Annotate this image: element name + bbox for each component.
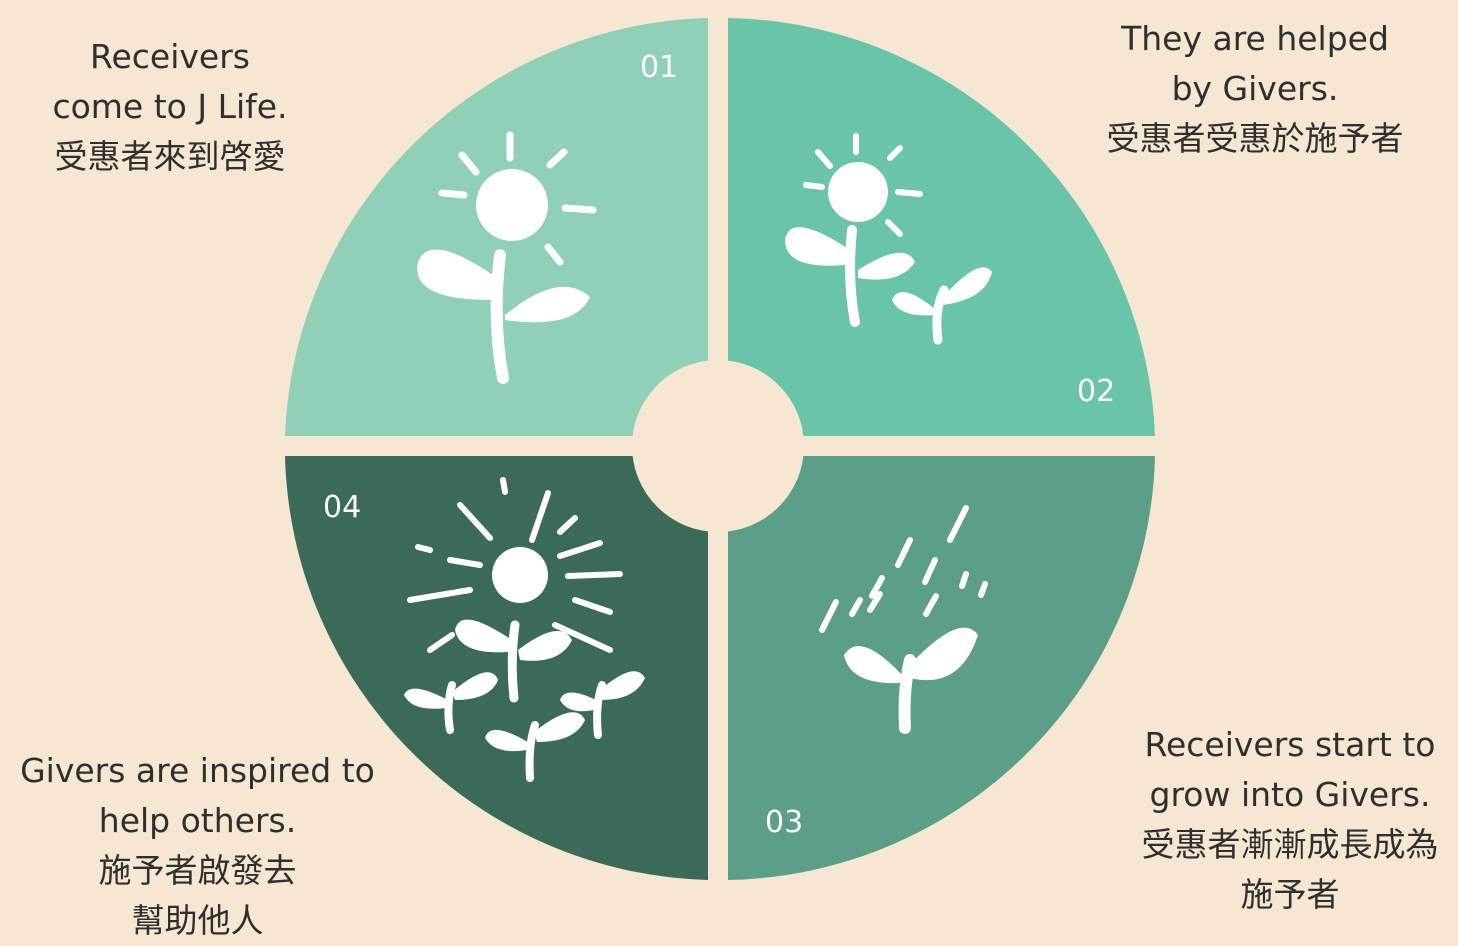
caption-step-03: Receivers start to grow into Givers. 受惠者…: [1110, 720, 1458, 920]
quadrant-number-03: 03: [765, 805, 803, 840]
quadrant-number-04: 04: [323, 490, 361, 525]
caption-04-line-1: Givers are inspired to: [20, 751, 375, 790]
caption-01-line-2: come to J Life.: [52, 87, 288, 126]
caption-step-01: Receivers come to J Life. 受惠者來到啓愛: [20, 32, 320, 182]
caption-04-line-4: 幫助他人: [131, 901, 264, 940]
quadrant-number-01: 01: [640, 50, 678, 85]
caption-01-line-3: 受惠者來到啓愛: [54, 137, 286, 176]
caption-03-line-1: Receivers start to: [1144, 725, 1436, 764]
caption-03-line-2: grow into Givers.: [1149, 775, 1431, 814]
caption-02-line-1: They are helped: [1121, 19, 1389, 58]
center-hole: [632, 360, 804, 532]
sun-with-many-sprouts-icon: [404, 477, 645, 782]
caption-03-line-4: 施予者: [1240, 875, 1340, 914]
caption-01-line-1: Receivers: [90, 37, 250, 76]
caption-02-line-3: 受惠者受惠於施予者: [1106, 119, 1404, 158]
quadrant-02: [728, 18, 1155, 436]
quadrant-number-02: 02: [1077, 374, 1115, 409]
sun-with-sprout-icon: [417, 131, 597, 384]
quadrant-04: [285, 456, 708, 880]
caption-step-04: Givers are inspired to help others. 施予者啟…: [0, 746, 395, 946]
caption-02-line-2: by Givers.: [1171, 69, 1339, 108]
caption-04-line-2: help others.: [98, 801, 297, 840]
caption-04-line-3: 施予者啟發去: [98, 851, 297, 890]
sun-with-two-sprouts-icon: [785, 133, 992, 345]
caption-step-02: They are helped by Givers. 受惠者受惠於施予者: [1080, 14, 1430, 164]
rain-on-sprout-icon: [819, 505, 988, 734]
caption-03-line-3: 受惠者漸漸成長成為: [1141, 825, 1439, 864]
